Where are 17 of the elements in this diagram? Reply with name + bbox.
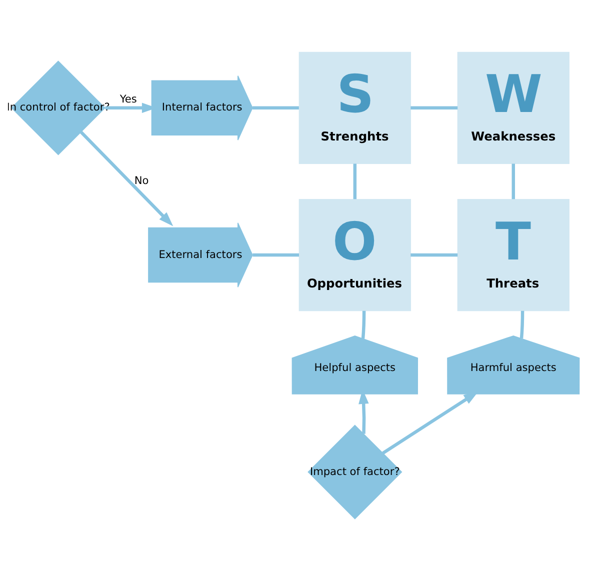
connector xyxy=(252,253,299,257)
connector xyxy=(252,106,299,110)
edge-label: Yes xyxy=(120,94,137,106)
node-box: T Threats xyxy=(457,198,570,312)
connector xyxy=(353,164,357,200)
node-box: W Weaknesses xyxy=(457,52,570,164)
node-box: S Strenghts xyxy=(298,52,411,164)
connector xyxy=(520,310,524,339)
connector xyxy=(512,164,516,200)
connector xyxy=(361,310,366,339)
arrow xyxy=(80,130,174,226)
node-diamond: Impact of factor? xyxy=(308,424,402,520)
edge-label: No xyxy=(134,175,149,188)
node-box: O Opportunities xyxy=(298,198,411,312)
connector xyxy=(410,106,458,110)
arrow xyxy=(382,391,478,454)
connector xyxy=(410,253,458,257)
